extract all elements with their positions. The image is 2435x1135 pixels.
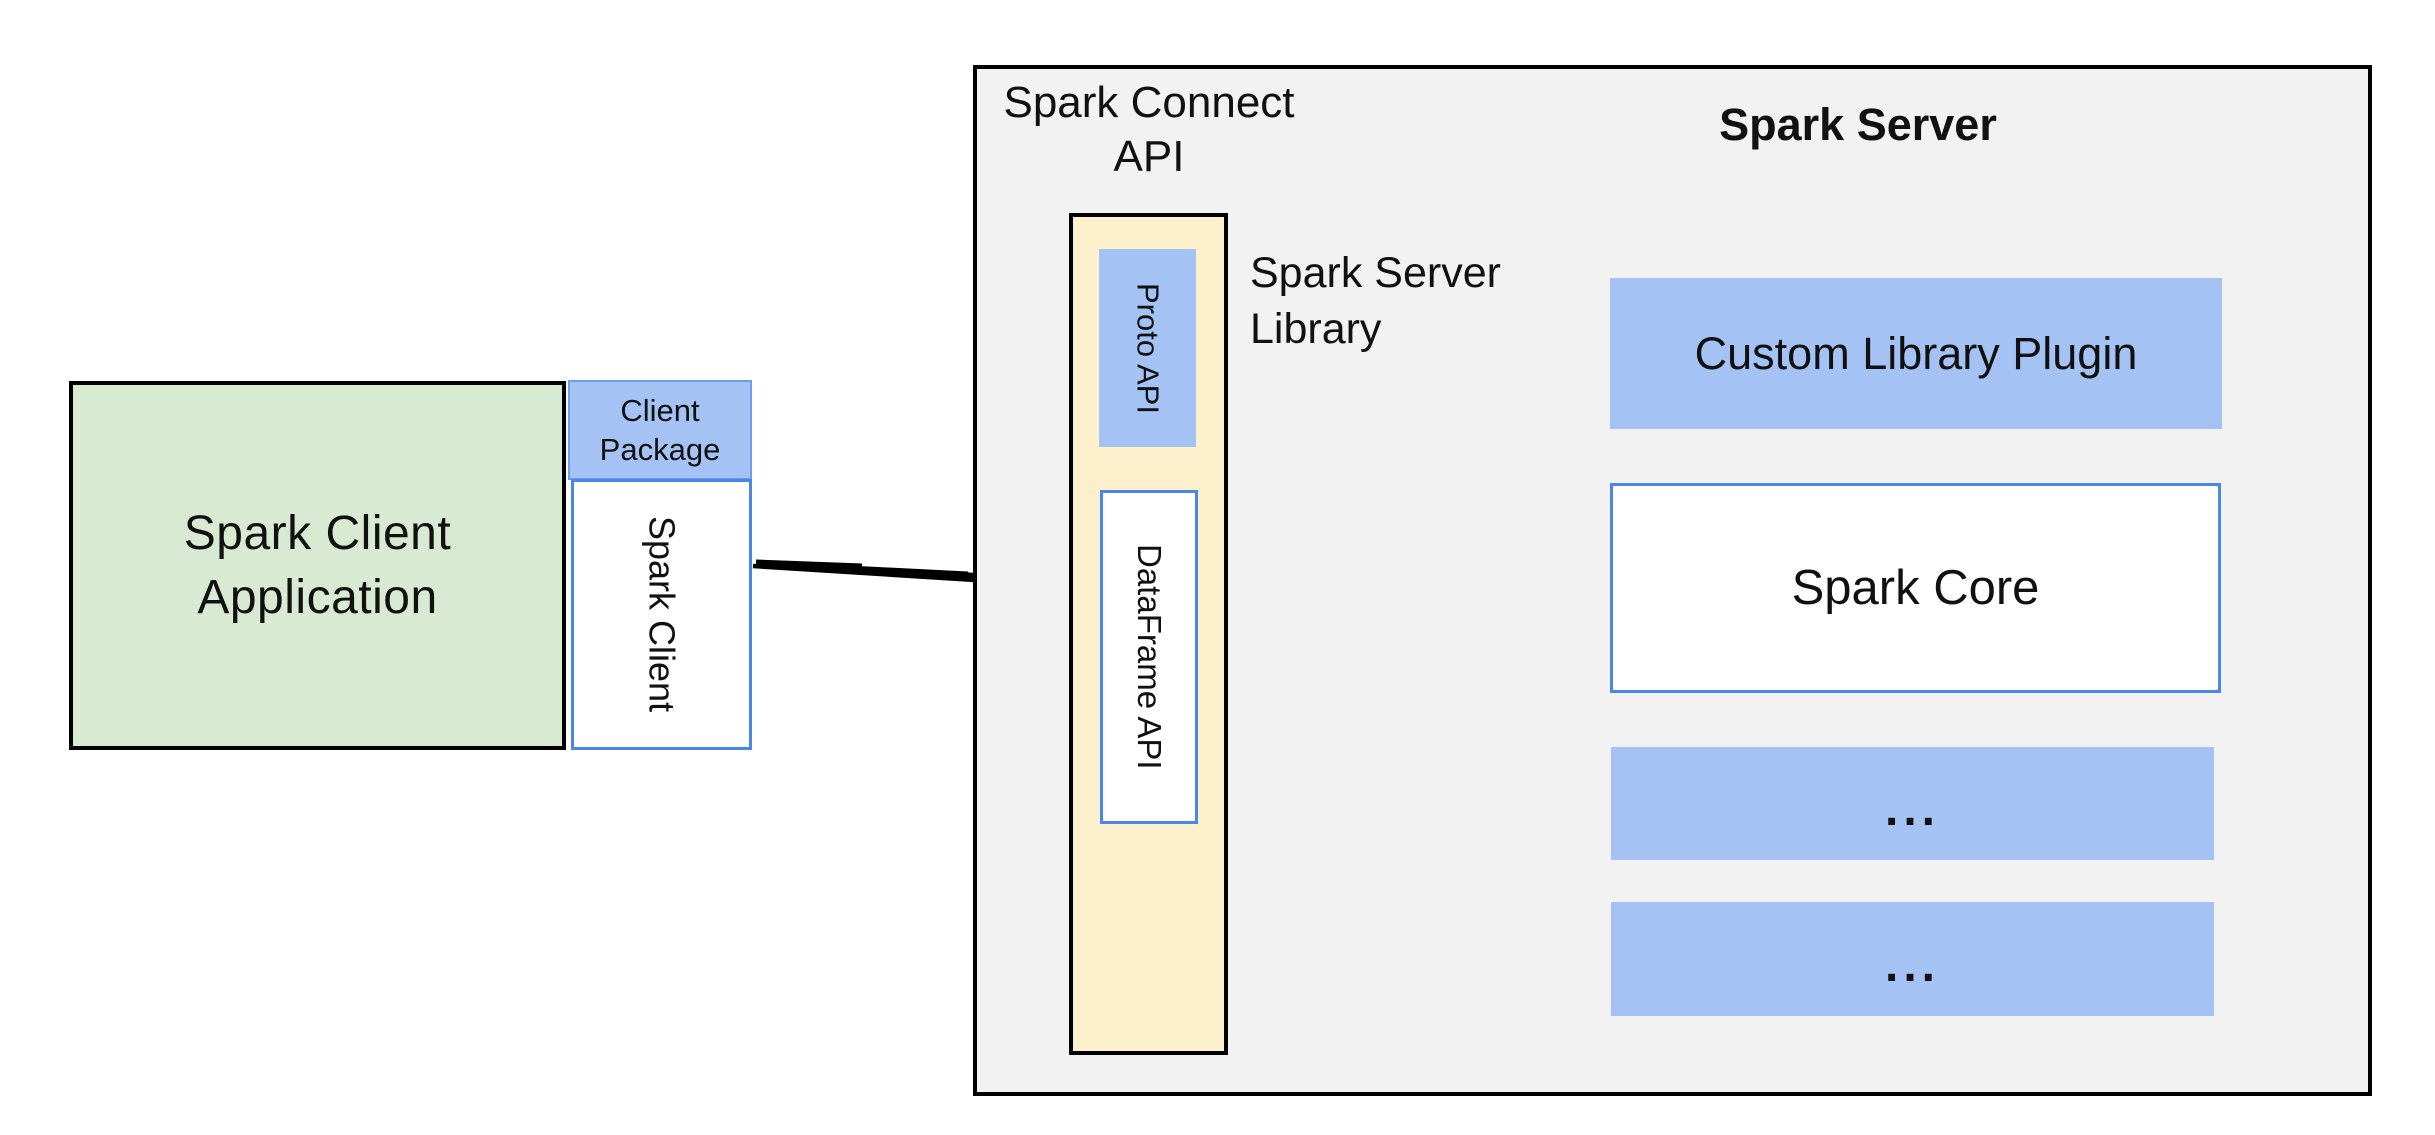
- spark-client-label: Spark Client: [641, 516, 683, 713]
- dataframe-api-box: DataFrame API: [1100, 490, 1198, 824]
- plugin-placeholder-box-1: ...: [1611, 747, 2214, 860]
- spark-connect-api-title: Spark Connect API: [1003, 78, 1295, 181]
- proto-api-box: Proto API: [1099, 249, 1196, 447]
- plugin-placeholder-1-label: ...: [1884, 783, 1940, 836]
- proto-api-label: Proto API: [1130, 282, 1166, 414]
- spark-server-title: Spark Server: [1719, 99, 1997, 150]
- spark-core-box: Spark Core: [1610, 483, 2221, 693]
- spark-client-application-label: Spark Client Application: [183, 507, 452, 624]
- spark-client-box: Spark Client: [571, 479, 752, 750]
- client-package-label: Client Package: [599, 392, 721, 467]
- spark-core-label: Spark Core: [1791, 561, 2040, 615]
- plugin-placeholder-box-2: ...: [1611, 902, 2214, 1016]
- client-package-box: Client Package: [568, 380, 752, 480]
- spark-server-library-label: Spark Server Library: [1250, 249, 1501, 353]
- custom-library-plugin-label: Custom Library Plugin: [1694, 327, 2138, 379]
- spark-client-application-box: Spark Client Application: [69, 381, 566, 750]
- dataframe-api-label: DataFrame API: [1131, 544, 1168, 770]
- custom-library-plugin-box: Custom Library Plugin: [1610, 278, 2222, 429]
- plugin-placeholder-2-label: ...: [1884, 938, 1940, 992]
